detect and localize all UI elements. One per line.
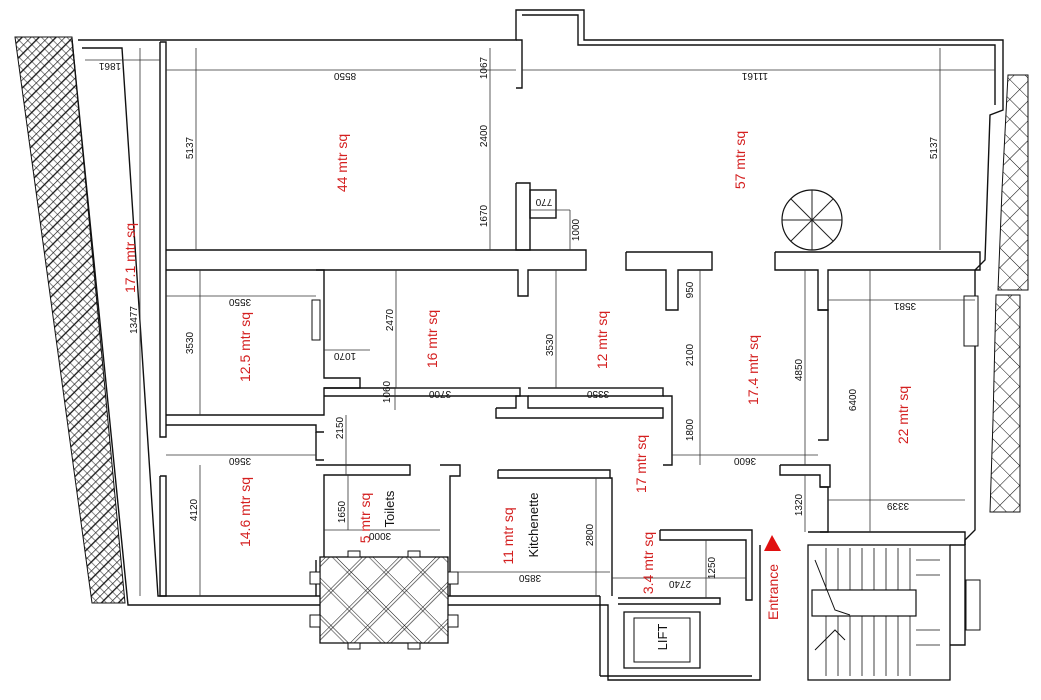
label-entrance: Entrance <box>765 564 781 620</box>
area-room-top-left: 44 mtr sq <box>334 134 350 192</box>
inner-walls <box>159 39 981 646</box>
dim-1320: 1320 <box>794 493 805 516</box>
dimension-labels: 1861 8550 1067 11161 5137 2400 1670 770 … <box>98 56 940 589</box>
dim-4850: 4850 <box>794 358 805 381</box>
dim-1000: 1000 <box>571 218 582 241</box>
label-lift: LIFT <box>655 624 670 651</box>
area-room-16: 16 mtr sq <box>424 310 440 368</box>
area-corridor-left: 17.1 mtr sq <box>122 223 138 293</box>
toilets-shaft <box>309 550 459 650</box>
dim-2400: 2400 <box>479 124 490 147</box>
room-labels: Toilets Kitchenette LIFT Entrance <box>382 490 781 650</box>
dim-2150: 2150 <box>335 416 346 439</box>
dim-3350: 3350 <box>586 388 609 399</box>
dim-5137-right: 5137 <box>929 136 940 159</box>
area-room-12: 12 mtr sq <box>594 311 610 369</box>
dim-3000: 3000 <box>368 530 391 541</box>
lift <box>623 611 701 669</box>
dim-1067: 1067 <box>479 56 490 79</box>
dim-950: 950 <box>685 281 696 298</box>
dim-3581: 3581 <box>893 300 916 311</box>
dim-1800: 1800 <box>685 418 696 441</box>
dim-1070: 1070 <box>333 350 356 361</box>
dim-1670: 1670 <box>479 204 490 227</box>
area-room-17-4: 17.4 mtr sq <box>745 335 761 405</box>
dim-3530-left: 3530 <box>185 331 196 354</box>
dim-3600: 3600 <box>733 455 756 466</box>
area-toilets: 5 mtr sq <box>357 493 373 544</box>
area-room-3-4: 3.4 mtr sq <box>640 532 656 594</box>
label-kitchenette: Kitchenette <box>526 492 541 557</box>
dim-3850: 3850 <box>518 572 541 583</box>
dim-6400: 6400 <box>848 388 859 411</box>
spiral-staircase <box>781 189 843 251</box>
dim-4120: 4120 <box>189 498 200 521</box>
dim-2740: 2740 <box>668 578 691 589</box>
dim-1861: 1861 <box>98 60 121 71</box>
dimension-lines <box>85 48 995 598</box>
dim-2100: 2100 <box>685 343 696 366</box>
area-lobby-17: 17 mtr sq <box>633 435 649 493</box>
dim-3550: 3550 <box>228 296 251 307</box>
dim-2470: 2470 <box>385 308 396 331</box>
dim-13477: 13477 <box>129 306 140 334</box>
area-room-22: 22 mtr sq <box>895 386 911 444</box>
entrance-arrow-icon <box>764 535 781 551</box>
dim-3339: 3339 <box>886 500 909 511</box>
external-wall-hatching <box>14 36 1029 604</box>
dim-1250: 1250 <box>707 556 718 579</box>
dim-11161: 11161 <box>741 70 768 81</box>
dim-1650: 1650 <box>337 500 348 523</box>
doors <box>311 295 979 347</box>
dim-5137-left: 5137 <box>185 136 196 159</box>
dim-2800: 2800 <box>585 523 596 546</box>
area-kitchenette: 11 mtr sq <box>500 507 516 564</box>
main-staircase <box>807 544 981 681</box>
dim-3530-mid: 3530 <box>545 333 556 356</box>
area-room-top-right: 57 mtr sq <box>732 131 748 189</box>
dim-770: 770 <box>535 196 552 207</box>
label-toilets: Toilets <box>382 490 397 527</box>
dim-3560: 3560 <box>228 455 251 466</box>
area-labels: 17.1 mtr sq 44 mtr sq 57 mtr sq 12.5 mtr… <box>122 131 911 594</box>
area-room-14-6: 14.6 mtr sq <box>237 477 253 547</box>
dim-8550: 8550 <box>333 70 356 81</box>
dim-3700: 3700 <box>428 388 451 399</box>
area-room-12-5: 12.5 mtr sq <box>237 312 253 382</box>
dim-1060: 1060 <box>382 380 393 403</box>
